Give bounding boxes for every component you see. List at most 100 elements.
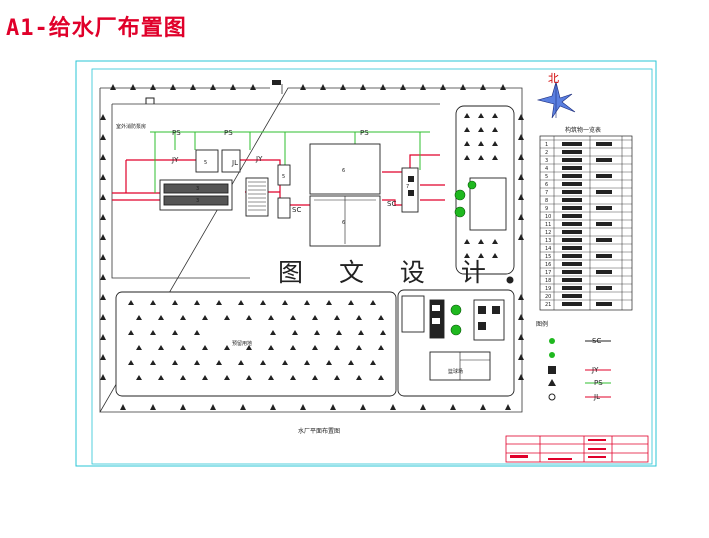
legend-hydrant-icon: [548, 393, 556, 401]
green-shrubs: [450, 180, 477, 336]
table-row-number: 11: [545, 222, 551, 228]
table-row-size-block: [596, 142, 612, 146]
unit-label-u5a: 5: [204, 160, 207, 166]
table-row-name-block: [562, 166, 582, 170]
site-boundary: [99, 84, 523, 413]
table-row-number: 7: [545, 190, 548, 196]
table-row-number: 15: [545, 254, 551, 260]
table-row-size-block: [596, 302, 612, 306]
table-row-name-block: [562, 150, 582, 154]
legend-sc: SC: [592, 337, 601, 345]
unit-label-u7: 7: [406, 184, 409, 190]
legend-building-icon: [548, 366, 556, 374]
title-block-fill: [510, 439, 606, 460]
table-row-number: 17: [545, 270, 551, 276]
table-row-size-block: [596, 286, 612, 290]
process-structures: [115, 105, 515, 397]
unit-label-u6a: 6: [342, 168, 345, 174]
sc-label-2: SC: [387, 200, 396, 208]
table-row-number: 4: [545, 166, 548, 172]
reserve-label: 预留用地: [232, 340, 252, 347]
table-row-number: 21: [545, 302, 551, 308]
table-row-name-block: [562, 182, 582, 186]
table-row-number: 16: [545, 262, 551, 268]
legend-ps: PS: [594, 379, 603, 387]
dark-markers: [145, 97, 514, 330]
table-row-name-block: [562, 262, 582, 266]
table-row-name-block: [562, 254, 582, 258]
table-row-name-block: [562, 214, 582, 218]
legend: 图例 SC JY PS JL: [536, 320, 611, 401]
reserve-land: [115, 291, 397, 397]
unit-label-u6b: 6: [342, 220, 345, 226]
jy-label-2: JY: [255, 155, 263, 163]
table-row-number: 9: [545, 206, 548, 212]
dosing-house: [195, 149, 219, 173]
unit-label-u5b: 5: [282, 174, 285, 180]
inner-frame: [91, 68, 653, 465]
table-row-name-block: [562, 158, 582, 162]
legend-jy: JY: [591, 366, 599, 374]
structure-hatching: [248, 181, 490, 380]
table-row-number: 10: [545, 214, 551, 220]
drawing-caption: 水厂平面布置图: [298, 428, 341, 435]
table-row-name-block: [562, 302, 582, 306]
legend-shrub-icon: [549, 338, 555, 344]
table-row-number: 20: [545, 294, 551, 300]
entrance-label: 室外消防泵房: [116, 123, 146, 130]
table-row-number: 14: [545, 246, 551, 252]
table-row-name-block: [562, 294, 582, 298]
table-row-name-block: [562, 278, 582, 282]
table-row-number: 8: [545, 198, 548, 204]
watermark: 图 文 设 计: [278, 258, 500, 287]
table-row-size-block: [596, 190, 612, 194]
table-row-name-block: [562, 238, 582, 242]
court-label: 篮球场: [448, 368, 463, 375]
table-row-size-block: [596, 206, 612, 210]
legend-title: 图例: [536, 320, 548, 328]
legend-tree-icon: [549, 352, 555, 358]
compass-north-label: 北: [548, 72, 559, 85]
table-row-name-block: [562, 198, 582, 202]
table-row-number: 13: [545, 238, 551, 244]
table-row-number: 6: [545, 182, 548, 188]
title-block: [505, 435, 649, 463]
table-row-name-block: [562, 206, 582, 210]
gate-post: [272, 80, 281, 85]
table-row-name-block: [562, 270, 582, 274]
table-row-name-block: [562, 190, 582, 194]
compass-icon: [536, 80, 576, 119]
table-row-name-block: [562, 246, 582, 250]
legend-jl: JL: [593, 393, 600, 401]
tree-field: [128, 113, 498, 380]
table-row-number: 2: [545, 150, 548, 156]
table-row-name-block: [562, 222, 582, 226]
table-row-number: 3: [545, 158, 548, 164]
table-row-number: 1: [545, 142, 548, 148]
sc-label-1: SC: [292, 206, 301, 214]
green-pipelines: [150, 131, 430, 193]
table-row-name-block: [562, 174, 582, 178]
table-row-number: 18: [545, 278, 551, 284]
jy-label-1: JY: [171, 156, 179, 164]
clear-water-tank-a: [309, 143, 381, 195]
table-row-number: 19: [545, 286, 551, 292]
unit-label-u3b: 3: [196, 198, 199, 204]
table-row-size-block: [596, 222, 612, 226]
table-row-size-block: [596, 174, 612, 178]
outer-frame: [75, 60, 657, 467]
table-title: 构筑物一览表: [565, 126, 601, 134]
ps-label-2: PS: [224, 129, 233, 137]
table-row-number: 12: [545, 230, 551, 236]
table-row-name-block: [562, 286, 582, 290]
table-row-size-block: [596, 158, 612, 162]
ps-label-1: PS: [172, 129, 181, 137]
table-row-size-block: [596, 270, 612, 274]
table-row-name-block: [562, 142, 582, 146]
table-row-name-block: [562, 230, 582, 234]
unit-label-u3a: 3: [196, 186, 199, 192]
table-row-number: 5: [545, 174, 548, 180]
